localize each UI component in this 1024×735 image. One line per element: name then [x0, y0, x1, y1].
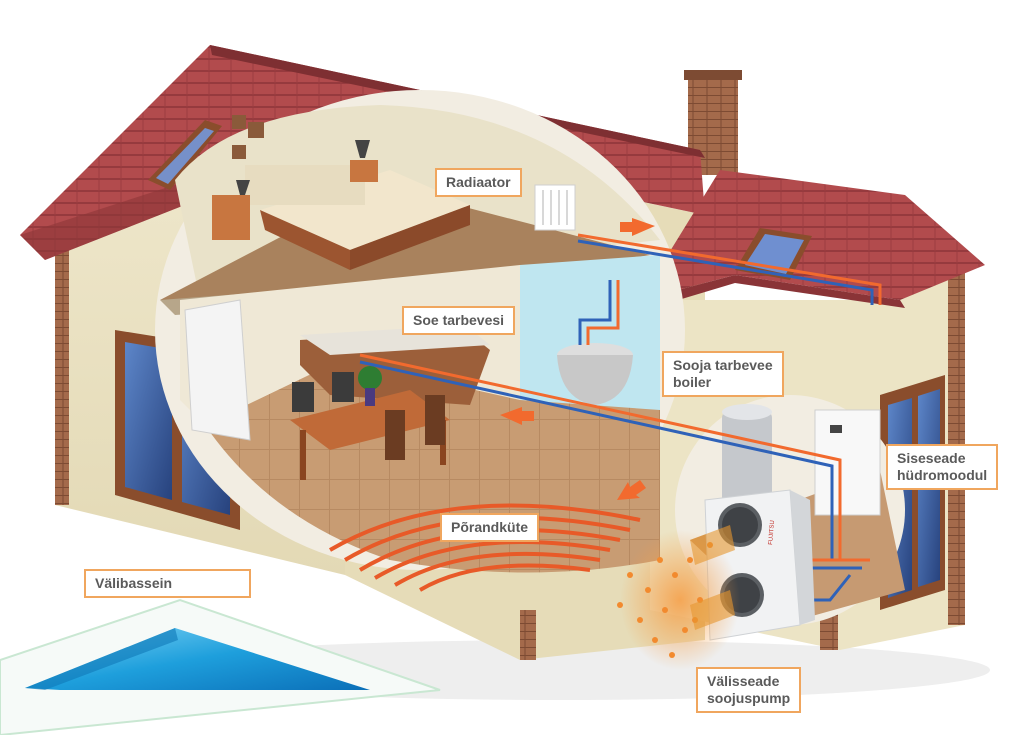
- main-roof: [20, 45, 705, 260]
- label-outdoor-unit: Välisseade soojuspump: [696, 667, 802, 713]
- label-indoor-unit: Siseseade hüdromoodul: [886, 444, 999, 490]
- brick-corner-left: [55, 245, 69, 505]
- brand-mark: FUJITSU: [768, 520, 776, 545]
- flow-arrows: [500, 218, 655, 500]
- outdoor-pool: [0, 598, 441, 735]
- wing-roof: [640, 170, 985, 300]
- label-boiler: Sooja tarbevee boiler: [662, 351, 784, 397]
- label-hot-water: Soe tarbevesi: [402, 306, 516, 335]
- label-pool: Välibassein: [84, 569, 251, 598]
- label-radiator: Radiaator: [435, 168, 522, 197]
- brick-corner-front: [520, 610, 536, 660]
- skylight-left: [148, 120, 222, 190]
- heat-particles: [617, 525, 740, 670]
- wing-roof-edge: [640, 275, 905, 310]
- label-floor-heating: Põrandküte: [440, 513, 540, 542]
- heating-pipes: [359, 233, 882, 602]
